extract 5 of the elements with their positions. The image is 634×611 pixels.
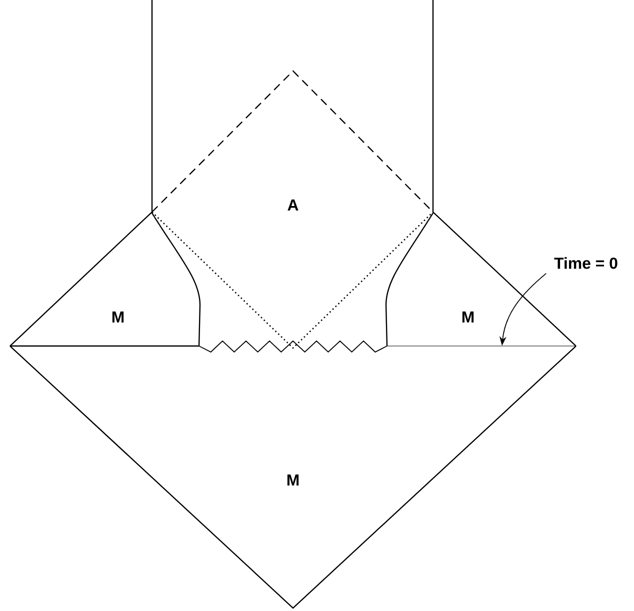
region-label: M [462, 312, 474, 322]
region-label: M [112, 312, 124, 322]
annotation-text: Time = 0 [554, 257, 618, 269]
region-label: M [287, 474, 299, 486]
region-label: A [288, 200, 298, 210]
